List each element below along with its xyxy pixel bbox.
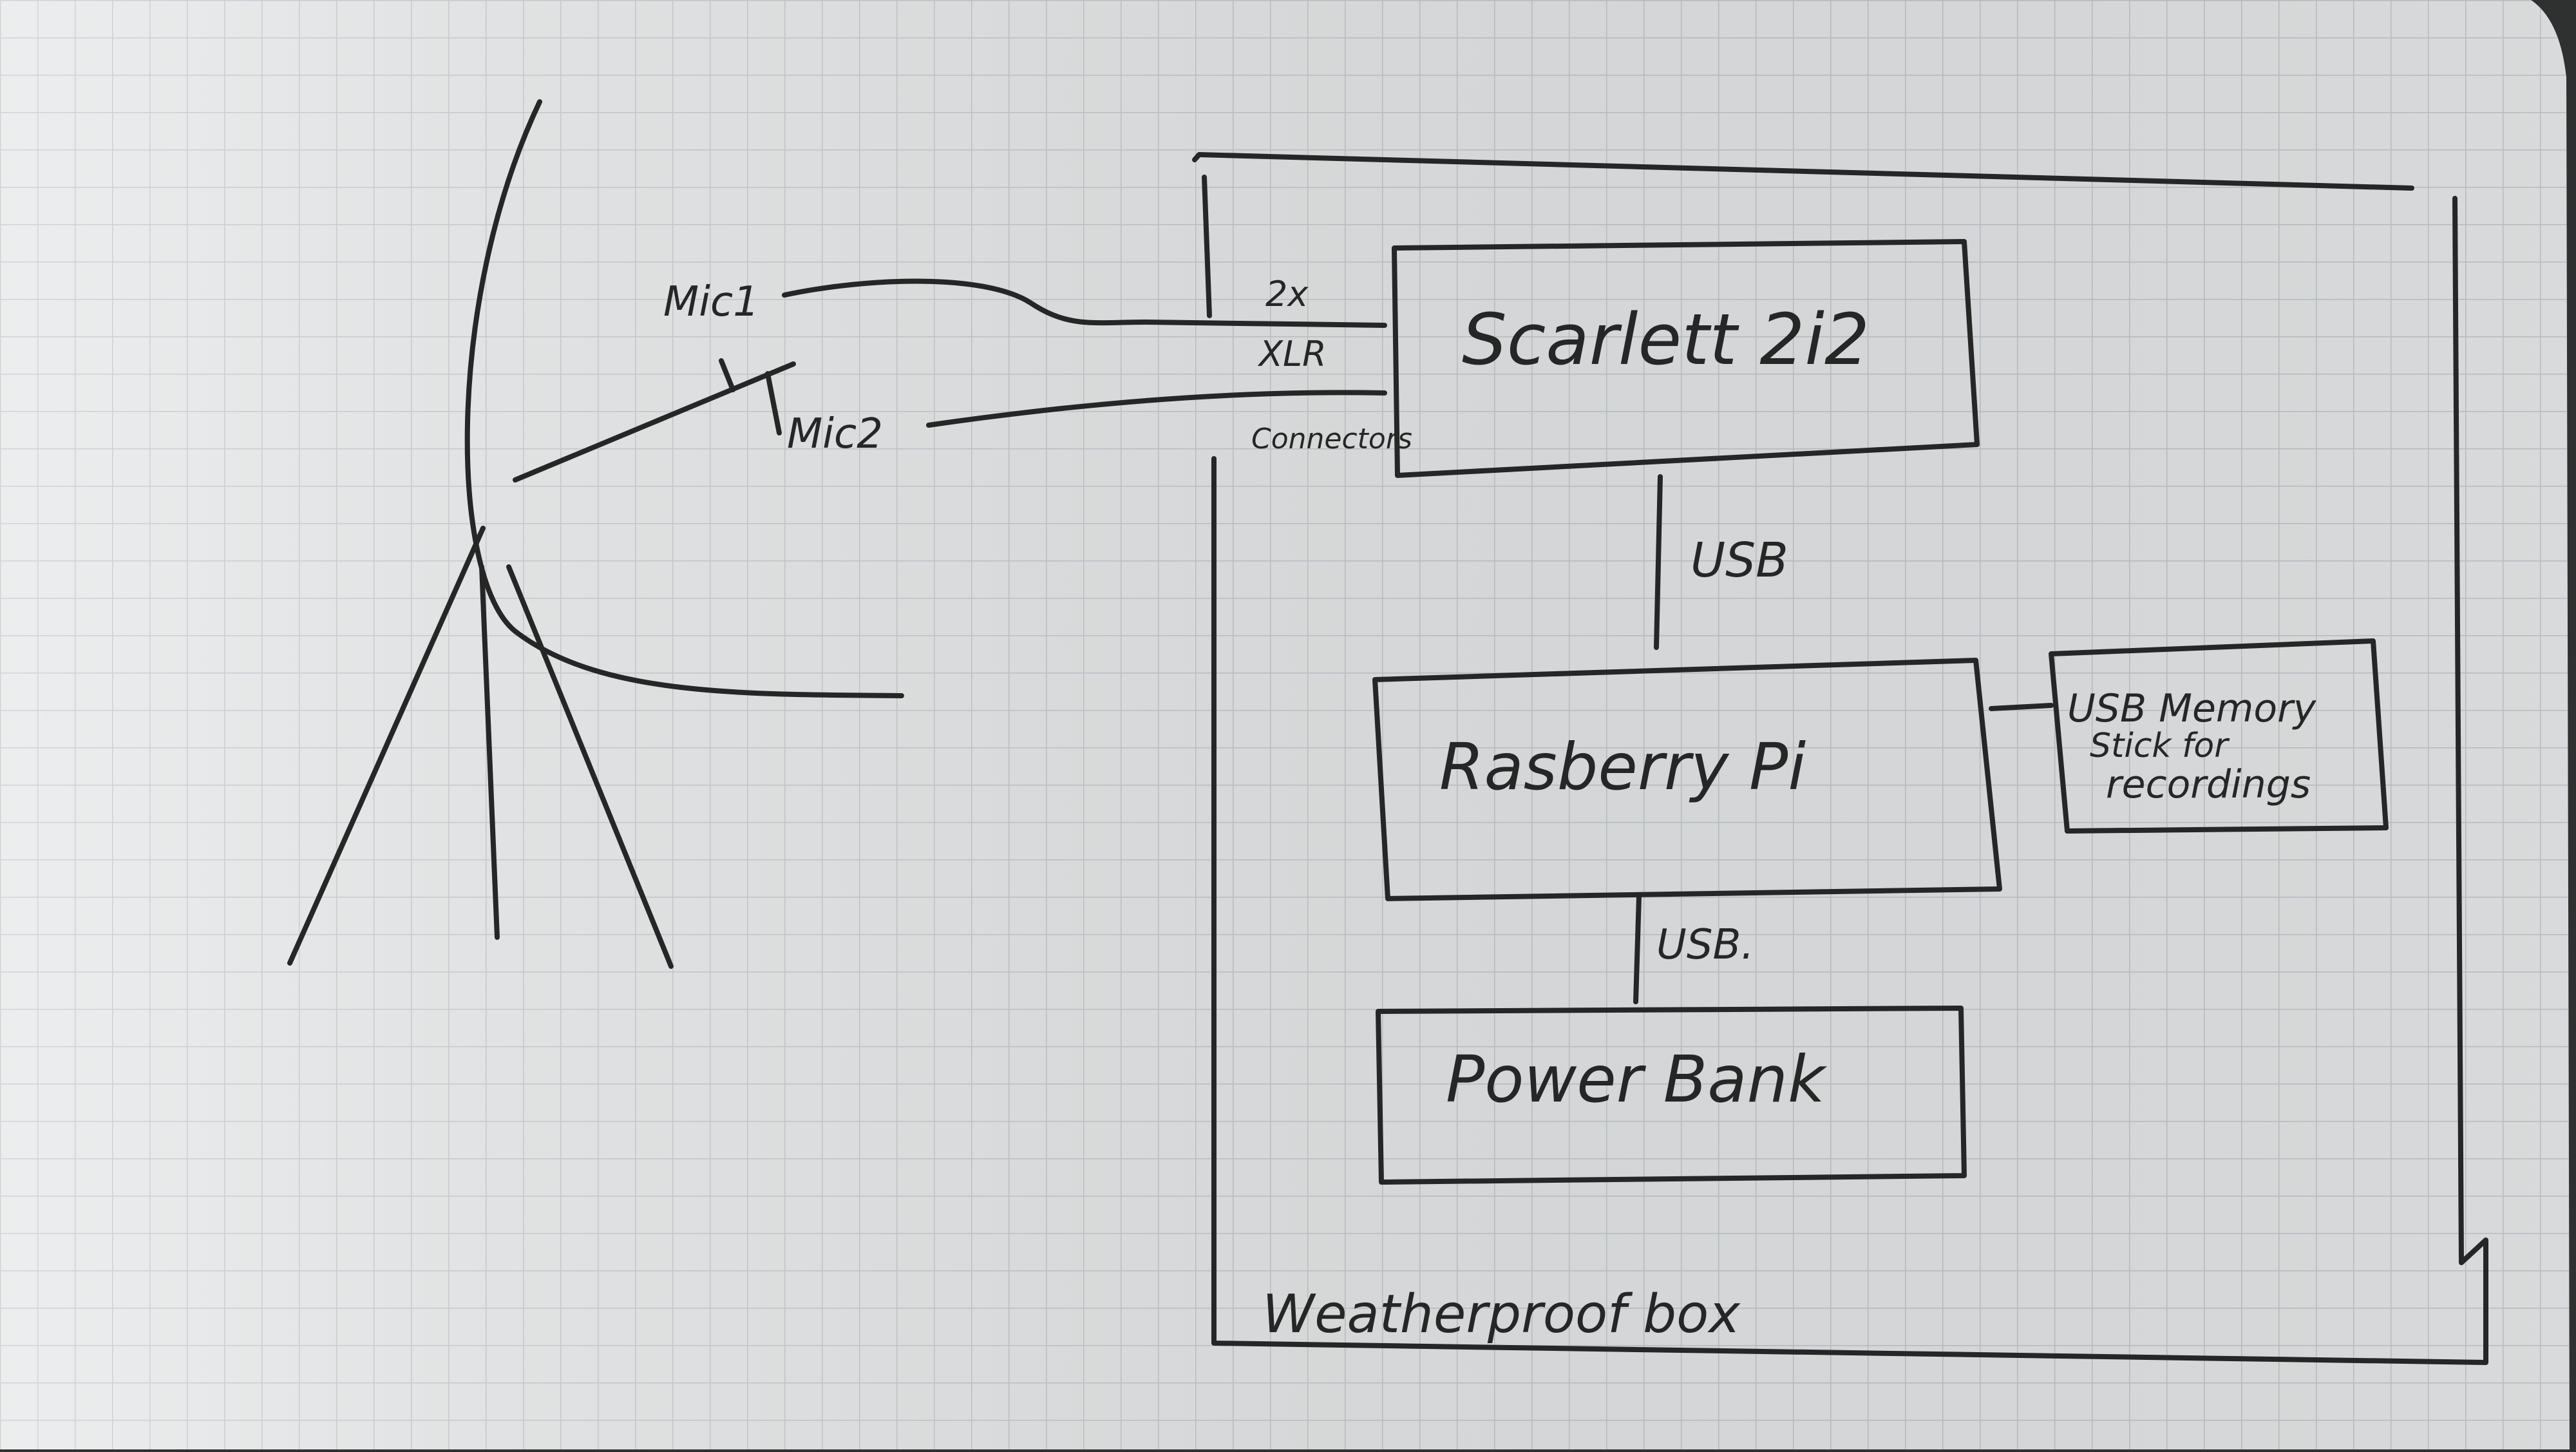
memory-stick-label-line1: USB Memory [2067,686,2317,731]
raspberry-pi-box [1372,658,2002,901]
scarlett-box [1392,239,1980,478]
power-bank-label: Power Bank [1446,1042,1828,1117]
usb-link-upper [1654,474,1663,650]
weatherproof-box-outline [1192,152,2488,1365]
memory-stick-label-line2: Stick for [2090,727,2230,765]
parabolic-dish [464,99,904,698]
scarlett-label: Scarlett 2i2 [1462,298,1870,381]
usb-lower-label: USB. [1656,921,1754,969]
usb-link-lower [1633,894,1642,1004]
mic2-mount [765,371,782,435]
connector-word-label: Connectors [1251,423,1412,455]
connector-count-label: 2x [1265,274,1309,314]
tripod-leg-left [287,526,486,966]
memory-stick-link [1989,703,2054,711]
mic2-label: Mic2 [787,410,883,458]
mic1-mount [719,358,735,392]
connector-type-label: XLR [1257,334,1327,374]
raspberry-pi-label: Rasberry Pi [1439,729,1806,805]
weatherproof-box-label: Weatherproof box [1262,1284,1741,1345]
memory-stick-box [2049,638,2389,834]
usb-upper-label: USB [1690,533,1788,588]
tripod-leg-center [479,564,500,940]
mic-boom [513,361,796,482]
tripod-leg-right [506,564,674,969]
xlr-cable-mic2 [926,390,1387,428]
mic1-label: Mic1 [663,278,759,326]
xlr-cable-mic1 [782,278,1387,328]
memory-stick-label-line3: recordings [2106,762,2311,807]
power-bank-box [1376,1006,1967,1185]
